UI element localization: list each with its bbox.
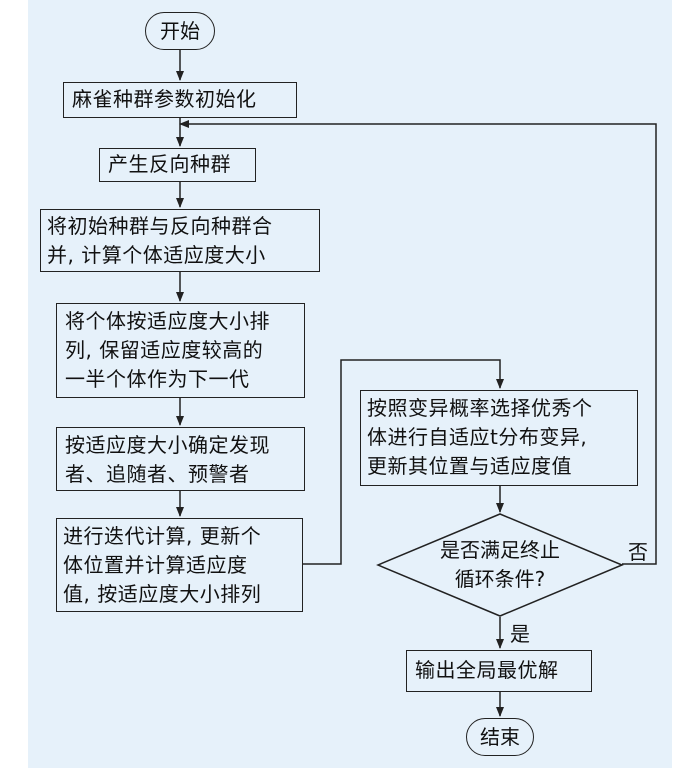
- init-process-text: 麻雀种群参数初始化: [72, 87, 257, 111]
- sort-line-3: 一半个体作为下一代: [65, 367, 250, 391]
- iterate-line-2: 体位置并计算适应度: [63, 553, 248, 577]
- start-node: 开始: [145, 12, 215, 50]
- t-mutation-process: 按照变异概率选择优秀个 体进行自适应t分布变异, 更新其位置与适应度值: [360, 390, 638, 486]
- mutate-line-3: 更新其位置与适应度值: [367, 454, 572, 478]
- edge-label-yes: 是: [510, 622, 530, 646]
- roles-line-1: 按适应度大小确定发现: [65, 433, 270, 457]
- assign-roles-process: 按适应度大小确定发现 者、追随者、预警者: [56, 427, 305, 491]
- edge-iterate-mutate: [302, 359, 504, 565]
- edge-decision-loop: [179, 120, 657, 565]
- mutate-line-2: 体进行自适应t分布变异,: [367, 425, 588, 449]
- iterate-update-process: 进行迭代计算, 更新个 体位置并计算适应度 值, 按适应度大小排列: [56, 518, 303, 612]
- output-process: 输出全局最优解: [406, 650, 592, 692]
- decision-line-2: 循环条件?: [454, 567, 546, 591]
- merge-process: 将初始种群与反向种群合 并, 计算个体适应度大小: [40, 209, 320, 272]
- edge-label-no: 否: [628, 540, 648, 564]
- decision-line-1: 是否满足终止: [440, 538, 560, 562]
- output-text: 输出全局最优解: [415, 658, 559, 682]
- roles-line-2: 者、追随者、预警者: [65, 462, 250, 486]
- iterate-line-3: 值, 按适应度大小排列: [63, 582, 262, 606]
- end-node: 结束: [466, 718, 534, 756]
- merge-line-1: 将初始种群与反向种群合: [47, 214, 273, 238]
- decision-text: 是否满足终止 循环条件?: [420, 536, 580, 594]
- sort-line-2: 列, 保留适应度较高的: [65, 338, 264, 362]
- sort-select-process: 将个体按适应度大小排 列, 保留适应度较高的 一半个体作为下一代: [56, 303, 305, 398]
- iterate-line-1: 进行迭代计算, 更新个: [63, 524, 262, 548]
- opposite-population-process: 产生反向种群: [99, 148, 256, 182]
- decision-diamond: [376, 513, 624, 617]
- merge-line-2: 并, 计算个体适应度大小: [47, 243, 266, 267]
- opposite-population-text: 产生反向种群: [108, 152, 231, 176]
- mutate-line-1: 按照变异概率选择优秀个: [367, 396, 593, 420]
- init-process: 麻雀种群参数初始化: [63, 82, 297, 118]
- sort-line-1: 将个体按适应度大小排: [65, 309, 270, 333]
